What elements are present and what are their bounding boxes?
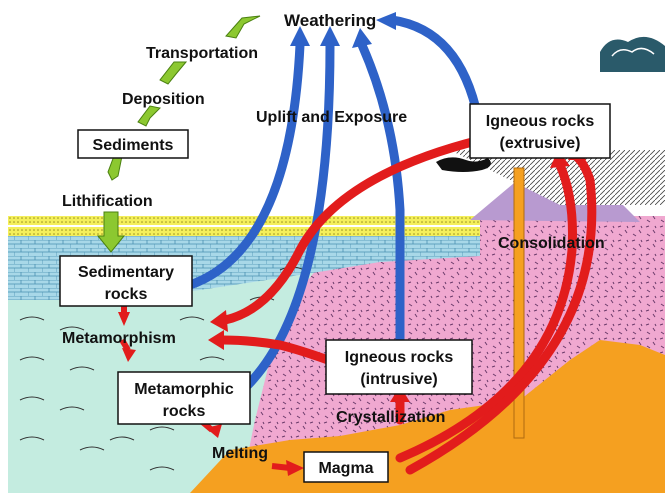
storm-cloud	[600, 37, 665, 72]
igneous-intrusive-label-2: (intrusive)	[360, 371, 437, 388]
weathering-arrow-extrusive	[392, 20, 478, 118]
transport-to-deposition-arrow	[160, 62, 186, 84]
metamorphic-rocks-label-1: Metamorphic	[134, 381, 234, 398]
sediments-to-lithification-arrow	[108, 156, 122, 180]
igneous-extrusive-label-1: Igneous rocks	[486, 113, 595, 130]
sediments-label: Sediments	[93, 137, 174, 154]
deposition-to-sediments-arrow	[138, 106, 160, 126]
lithification-label: Lithification	[62, 193, 153, 210]
sedimentary-rocks-label-2: rocks	[105, 286, 148, 303]
crystallization-label: Crystallization	[336, 409, 445, 426]
uplift-exposure-label: Uplift and Exposure	[256, 109, 407, 126]
melting-label: Melting	[212, 445, 268, 462]
transportation-label: Transportation	[146, 45, 258, 62]
magma-label: Magma	[318, 460, 373, 477]
igneous-extrusive-label-2: (extrusive)	[500, 135, 581, 152]
igneous-intrusive-label-1: Igneous rocks	[345, 349, 454, 366]
weathering-label: Weathering	[284, 11, 376, 30]
sedimentary-rocks-label-1: Sedimentary	[78, 264, 174, 281]
consolidation-label: Consolidation	[498, 235, 605, 252]
metamorphism-label: Metamorphism	[62, 330, 176, 347]
metamorphic-rocks-label-2: rocks	[163, 403, 206, 420]
weathering-to-transport-arrow	[226, 16, 260, 38]
deposition-label: Deposition	[122, 91, 205, 108]
